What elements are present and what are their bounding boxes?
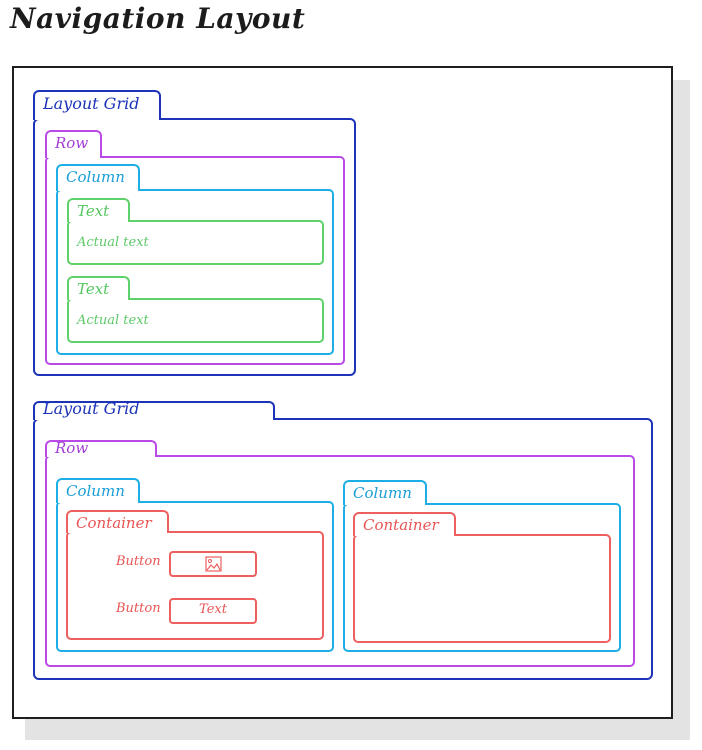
layout-grid-1-label: Layout Grid [43, 94, 140, 113]
container-1 [66, 531, 324, 640]
text-block-2 [67, 298, 324, 343]
column-2-tab: Column [56, 478, 140, 503]
button-2[interactable]: Text [169, 598, 257, 624]
container-1-label: Container [76, 514, 152, 532]
text-block-1-content: Actual text [77, 235, 149, 250]
column-2-label: Column [66, 482, 125, 500]
layout-grid-2 [33, 418, 653, 680]
layout-grid-1-tab: Layout Grid [33, 90, 161, 120]
row-1-tab: Row [45, 130, 102, 158]
container-2 [353, 534, 611, 643]
column-3-label: Column [353, 484, 412, 502]
row-1 [45, 156, 345, 365]
text-block-1 [67, 220, 324, 265]
button-1-label: Button [116, 554, 161, 569]
layout-grid-2-label: Layout Grid [43, 399, 140, 418]
column-1 [56, 189, 334, 355]
layout-grid-1 [33, 118, 356, 376]
button-1[interactable] [169, 551, 257, 577]
text-block-1-tab: Text [67, 198, 130, 222]
column-3-tab: Column [343, 480, 427, 505]
layout-grid-2-tab: Layout Grid [33, 401, 275, 420]
column-3 [343, 503, 621, 652]
text-block-2-content: Actual text [77, 313, 149, 328]
row-2-label: Row [55, 439, 89, 457]
page-title: Navigation Layout [10, 2, 306, 35]
column-1-tab: Column [56, 164, 140, 191]
row-1-label: Row [55, 134, 89, 152]
container-2-tab: Container [353, 512, 456, 536]
text-block-2-tab: Text [67, 276, 130, 300]
column-2 [56, 501, 334, 652]
column-1-label: Column [66, 168, 125, 186]
container-1-tab: Container [66, 510, 169, 533]
image-icon [205, 556, 222, 572]
row-2 [45, 455, 635, 667]
text-block-1-label: Text [77, 202, 110, 220]
button-2-label: Button [116, 601, 161, 616]
row-2-tab: Row [45, 440, 157, 457]
text-block-2-label: Text [77, 280, 110, 298]
container-2-label: Container [363, 516, 439, 534]
